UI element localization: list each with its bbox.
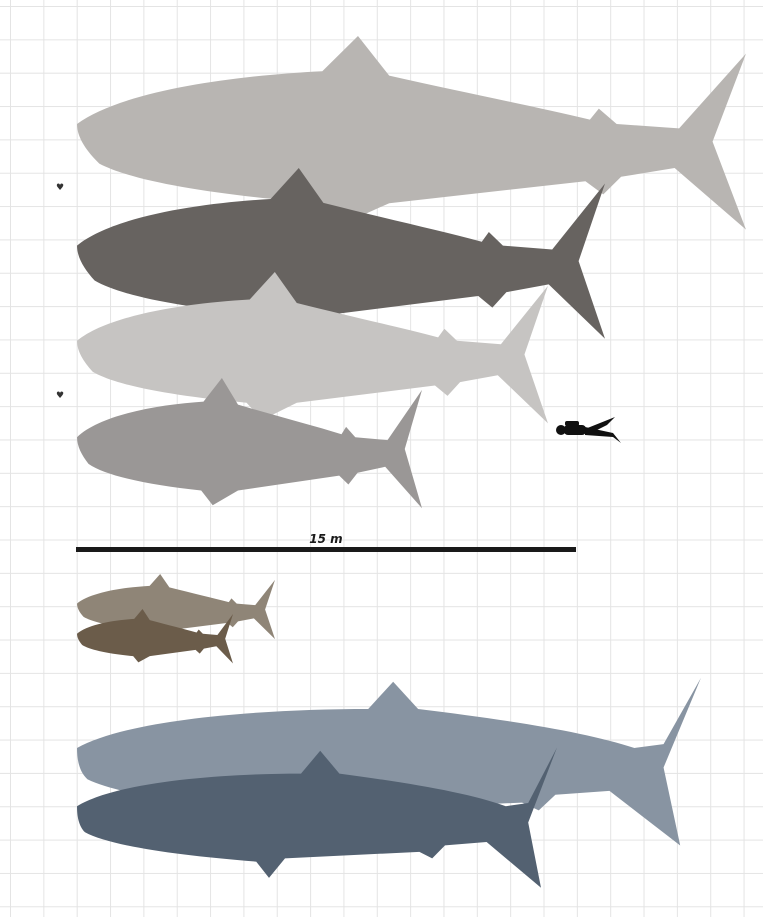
- scuba-diver-icon: [556, 417, 621, 443]
- marker-heart-2: ♥: [56, 391, 64, 401]
- scale-bar: [76, 547, 576, 552]
- marker-heart-1: ♥: [56, 183, 64, 193]
- scale-bar-label: 15 m: [276, 532, 376, 546]
- megalodon-max-silhouette: [77, 36, 746, 230]
